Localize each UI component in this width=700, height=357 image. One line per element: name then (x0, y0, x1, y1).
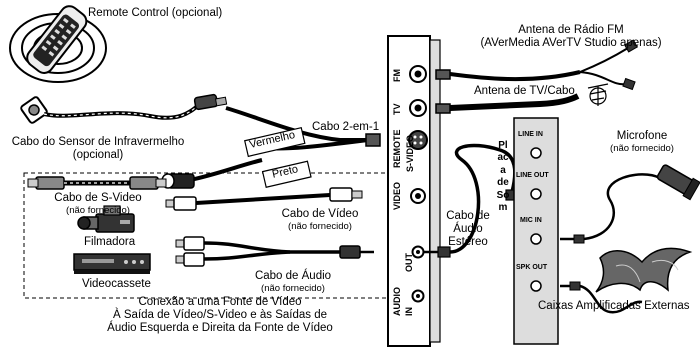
video-source-caption: Conexão a uma Fonte de Vídeo À Saída de … (70, 296, 370, 335)
video-cable-label-note: (não fornecido) (288, 221, 352, 232)
fm-antenna-label-line2: (AVerMedia AVerTV Studio apenas) (480, 37, 662, 49)
antenna-symbol-icon (587, 83, 609, 106)
sound-port-line-out: LINE OUT (516, 172, 549, 179)
stereo-audio-label: Cabo de Áudio Estéreo (438, 210, 498, 249)
sound-port-spk-out: SPK OUT (516, 264, 548, 271)
svideo-cable (27, 176, 167, 190)
remote-control-icon (9, 5, 107, 83)
port-remote-label: REMOTE (392, 129, 402, 168)
tag-red-box (243, 126, 306, 158)
stereo-audio-label-line2: Áudio (453, 223, 483, 235)
port-fm-label: FM (392, 69, 402, 82)
ir-sensor-cable (20, 93, 228, 124)
vcr-label: Videocassete (82, 278, 151, 290)
svideo-cable-label-title: Cabo de S-Video (54, 192, 142, 204)
sound-card-title: Placa de Som (496, 140, 510, 214)
camcorder-icon (77, 205, 135, 233)
speakers-label: Caixas Amplificadas Externas (538, 300, 690, 312)
video-source-caption-line3: Áudio Esquerda e Direita da Fonte de Víd… (107, 322, 333, 334)
speakers-icon (560, 247, 693, 314)
stereo-audio-label-line1: Cabo de (446, 210, 490, 222)
video-cable-label: Cabo de Vídeo (não fornecido) (272, 208, 368, 232)
ir-sensor-label: Cabo do Sensor de Infravermelho (opciona… (2, 136, 194, 162)
svideo-cable-label-note: (não fornecido) (66, 205, 130, 216)
ir-sensor-label-line1: Cabo do Sensor de Infravermelho (11, 136, 185, 148)
audio-cable (175, 236, 374, 267)
port-out-label: OUT (404, 253, 414, 272)
port-audio-label: AUDIO (392, 287, 402, 316)
port-in-label: IN (404, 307, 414, 316)
tv-card-bracket (387, 35, 441, 347)
ir-sensor-label-line2: (opcional) (72, 149, 124, 161)
microphone-label-title: Microfone (616, 130, 668, 142)
video-source-caption-line1: Conexão a uma Fonte de Vídeo (138, 296, 302, 308)
port-video-label: VIDEO (392, 181, 402, 210)
tv-antenna-cable (435, 83, 609, 114)
video-cable-label-title: Cabo de Vídeo (281, 208, 359, 220)
remote-control-label: Remote Control (opcional) (88, 7, 223, 19)
camcorder-label: Filmadora (84, 236, 136, 248)
tv-antenna-label: Antena de TV/Cabo (474, 85, 575, 97)
stereo-audio-label-line3: Estéreo (448, 236, 488, 248)
fm-antenna-cable (435, 39, 639, 91)
microphone-label: Microfone (não fornecido) (590, 130, 694, 154)
port-tv-label: TV (392, 103, 402, 115)
sound-port-mic-in: MIC IN (520, 217, 542, 224)
video-cable (165, 187, 363, 211)
audio-cable-label-note: (não fornecido) (261, 283, 325, 294)
tag-black-box (261, 160, 312, 188)
svideo-cable-label: Cabo de S-Video (não fornecido) (44, 192, 152, 216)
audio-cable-label: Cabo de Áudio (não fornecido) (238, 270, 348, 294)
fm-antenna-label: Antena de Rádio FM (AVerMedia AVerTV Stu… (446, 24, 696, 50)
microphone-icon (560, 164, 700, 244)
cable-2in1-label: Cabo 2-em-1 (312, 121, 380, 133)
port-svideo-label: S-VIDEO (405, 134, 415, 172)
audio-cable-label-title: Cabo de Áudio (254, 270, 332, 282)
fm-antenna-label-line1: Antena de Rádio FM (518, 24, 624, 36)
sound-port-line-in: LINE IN (518, 131, 543, 138)
microphone-label-note: (não fornecido) (610, 143, 674, 154)
video-source-caption-line2: À Saída de Vídeo/S-Video e às Saídas de (113, 309, 327, 321)
vcr-icon (73, 253, 151, 274)
sound-card-bracket (513, 117, 559, 345)
